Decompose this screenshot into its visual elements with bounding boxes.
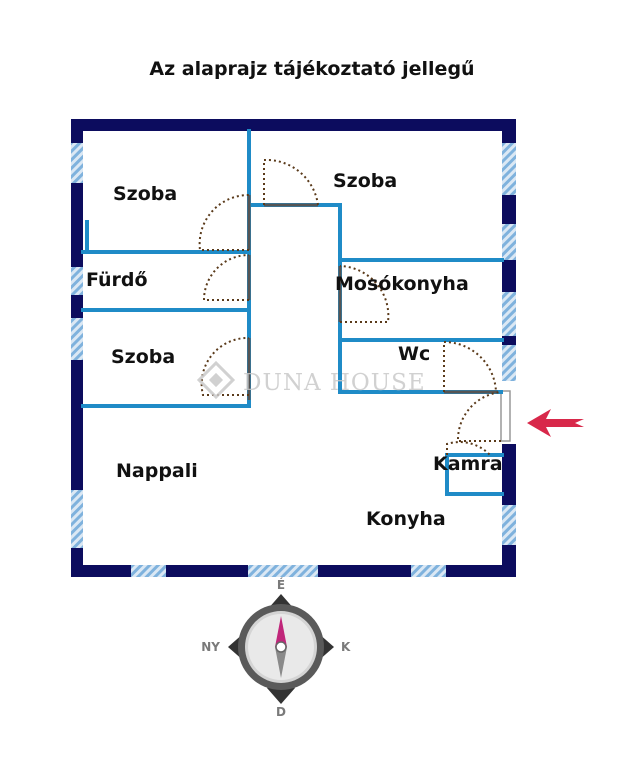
compass-label-west: NY	[201, 640, 220, 654]
room-label-mosokonyha: Mosókonyha	[335, 273, 469, 295]
compass-label-north: É	[277, 577, 285, 592]
room-label-szoba-middle-left: Szoba	[111, 346, 175, 368]
room-label-wc: Wc	[398, 343, 430, 365]
entrance-door	[500, 390, 511, 442]
windows	[71, 143, 516, 577]
room-label-szoba-top-left: Szoba	[113, 183, 177, 205]
room-label-furdo: Fürdő	[86, 269, 148, 291]
room-label-konyha: Konyha	[366, 508, 446, 530]
compass-label-south: D	[276, 705, 286, 719]
room-label-szoba-top-right: Szoba	[333, 170, 397, 192]
entry-arrow-icon	[527, 409, 584, 437]
compass-label-east: K	[341, 640, 351, 654]
watermark: DUNA HOUSE	[196, 360, 426, 400]
door-swings	[198, 158, 502, 456]
floorplan-title: Az alaprajz tájékoztató jellegű	[149, 58, 475, 80]
watermark-text: DUNA HOUSE	[243, 370, 426, 396]
room-label-nappali: Nappali	[116, 460, 198, 482]
compass-icon	[228, 594, 334, 704]
room-label-kamra: Kamra	[433, 453, 503, 475]
door-openings	[247, 195, 498, 400]
